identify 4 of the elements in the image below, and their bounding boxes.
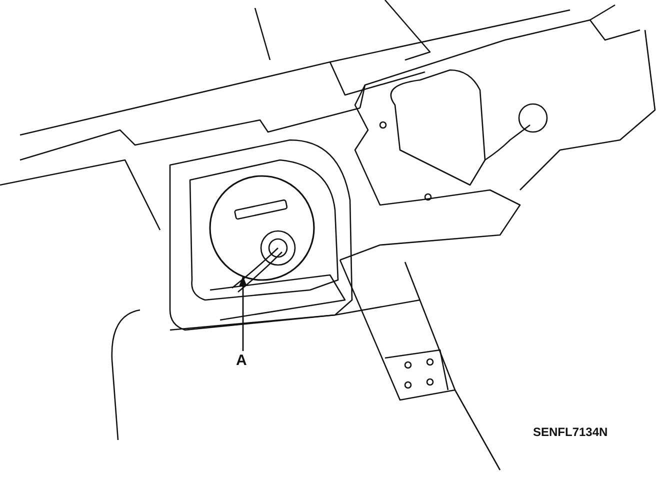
callout-letter: A — [236, 353, 247, 368]
leader-line — [239, 276, 247, 351]
figure-code: SENFL7134N — [533, 426, 608, 438]
filler-cap — [209, 175, 315, 281]
